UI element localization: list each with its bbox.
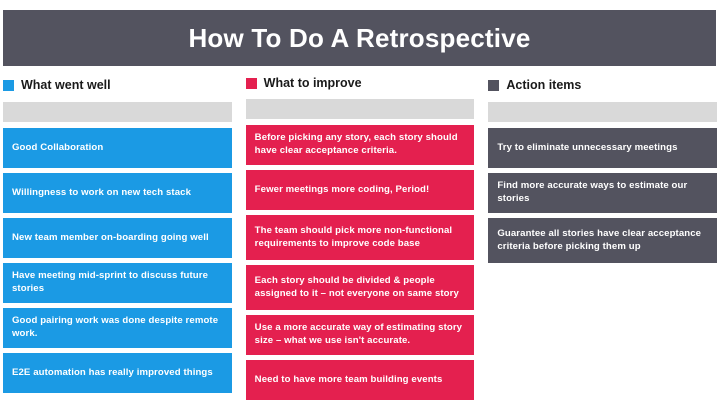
card-item[interactable]: Each story should be divided & people as… (245, 265, 475, 310)
card-item[interactable]: Use a more accurate way of estimating st… (245, 315, 475, 355)
card-item[interactable]: Before picking any story, each story sho… (245, 125, 475, 165)
column-action-items: Action items Try to eliminate unnecessar… (488, 74, 718, 400)
color-swatch-icon (245, 78, 257, 89)
card-list-what-went-well: Good Collaboration Willingness to work o… (3, 128, 232, 393)
column-title-what-to-improve: What to improve (263, 76, 362, 91)
card-item[interactable]: The team should pick more non-functional… (245, 215, 475, 260)
card-item[interactable]: Have meeting mid-sprint to discuss futur… (3, 263, 232, 303)
color-swatch-icon (488, 79, 500, 91)
board-title-bar: How To Do A Retrospective (3, 10, 716, 66)
column-header-action-items: Action items (488, 74, 717, 96)
card-item[interactable]: Guarantee all stories have clear accepta… (488, 218, 718, 263)
empty-card-placeholder[interactable] (245, 99, 475, 119)
column-header-what-to-improve: What to improve (245, 74, 475, 93)
card-item[interactable]: Willingness to work on new tech stack (3, 173, 232, 213)
empty-card-placeholder[interactable] (488, 102, 718, 122)
card-item[interactable]: Good pairing work was done despite remot… (3, 308, 232, 348)
column-what-to-improve: What to improve Before picking any story… (245, 74, 475, 400)
column-header-what-went-well: What went well (3, 74, 232, 96)
card-item[interactable]: E2E automation has really improved thing… (3, 353, 232, 393)
empty-card-placeholder[interactable] (3, 102, 232, 122)
card-item[interactable]: Try to eliminate unnecessary meetings (488, 128, 718, 168)
page-title: How To Do A Retrospective (188, 23, 531, 53)
card-item[interactable]: New team member on-boarding going well (3, 218, 232, 258)
card-item[interactable]: Need to have more team building events (245, 360, 475, 400)
column-title-action-items: Action items (506, 77, 582, 92)
color-swatch-icon (3, 79, 14, 91)
retrospective-columns: What went well Good Collaboration Willin… (3, 74, 718, 400)
card-list-what-to-improve: Before picking any story, each story sho… (245, 125, 475, 400)
card-item[interactable]: Fewer meetings more coding, Period! (245, 170, 475, 210)
column-title-what-went-well: What went well (21, 77, 111, 92)
column-what-went-well: What went well Good Collaboration Willin… (3, 74, 232, 400)
card-item[interactable]: Good Collaboration (3, 128, 232, 168)
card-item[interactable]: Find more accurate ways to estimate our … (488, 173, 718, 213)
card-list-action-items: Try to eliminate unnecessary meetings Fi… (488, 128, 718, 263)
